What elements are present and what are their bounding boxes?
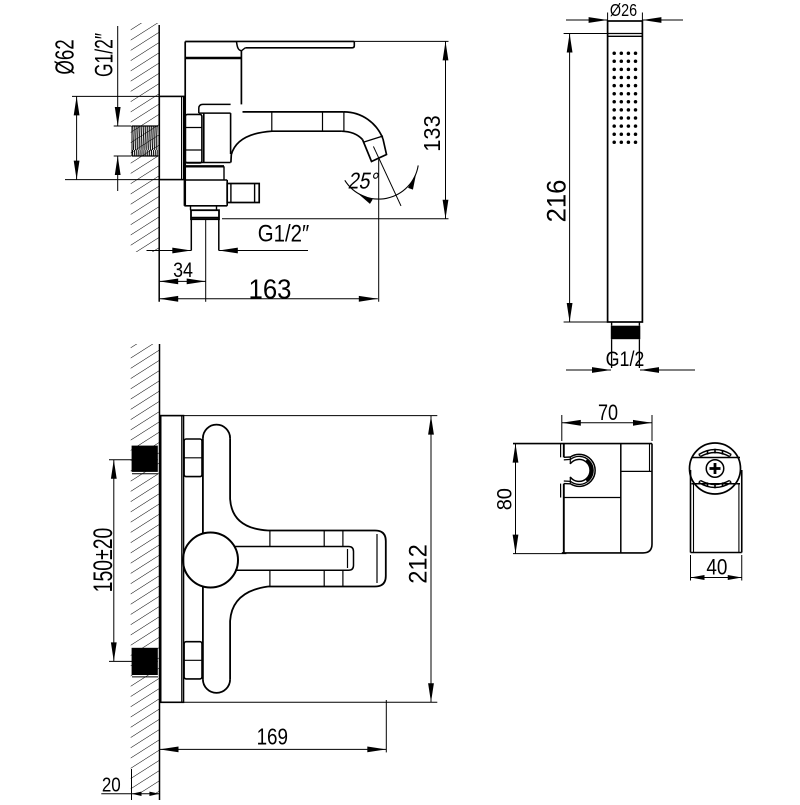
svg-text:G1/2″: G1/2″	[258, 220, 310, 247]
svg-text:20: 20	[102, 773, 121, 796]
svg-text:34: 34	[173, 259, 193, 283]
svg-text:G1/2: G1/2	[606, 348, 645, 372]
svg-text:25°: 25°	[346, 167, 381, 194]
svg-text:40: 40	[706, 555, 727, 580]
svg-text:212: 212	[405, 544, 433, 584]
svg-text:Ø26: Ø26	[610, 0, 637, 20]
svg-text:163: 163	[249, 273, 292, 304]
svg-text:G1/2″: G1/2″	[89, 33, 118, 77]
svg-text:70: 70	[598, 401, 618, 425]
svg-text:216: 216	[541, 180, 572, 223]
svg-text:80: 80	[493, 488, 517, 510]
svg-text:169: 169	[257, 725, 288, 750]
svg-text:133: 133	[418, 115, 445, 151]
svg-text:150±20: 150±20	[88, 528, 118, 593]
svg-text:Ø62: Ø62	[49, 39, 79, 74]
